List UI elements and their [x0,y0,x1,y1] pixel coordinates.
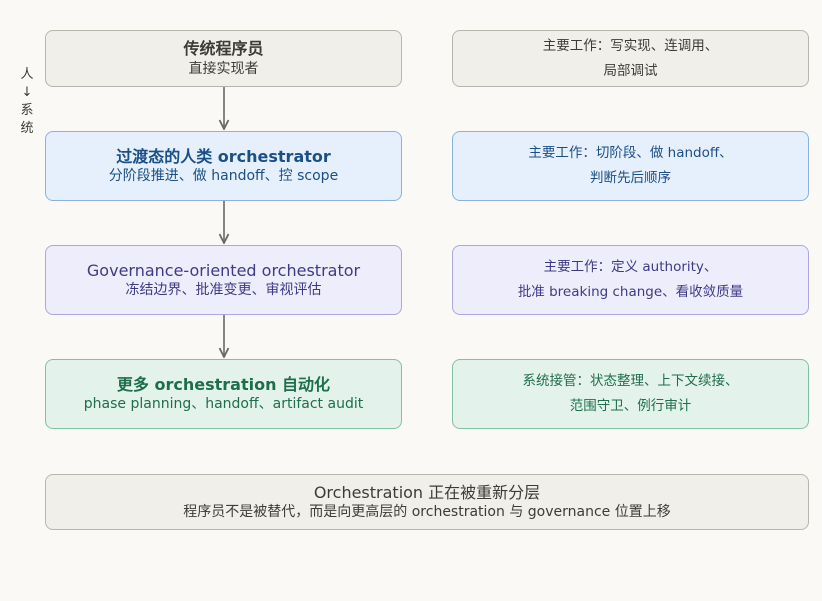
role-title: Governance-oriented orchestrator [86,260,361,280]
role-subtitle: 冻结边界、批准变更、审视评估 [125,282,322,299]
side-axis-bottom-2: 统 [20,121,34,136]
role-title: 更多 orchestration 自动化 [116,374,331,394]
role-subtitle: phase planning、handoff、artifact audit [83,396,364,413]
role-box-governance-orchestrator: Governance-oriented orchestrator 冻结边界、批准… [45,245,402,315]
role-subtitle: 直接实现者 [188,60,259,77]
work-note-transitional-orchestrator: 主要工作：切阶段、做 handoff、 判断先后顺序 [452,131,809,201]
work-note-traditional-programmer: 主要工作：写实现、连调用、 局部调试 [452,30,809,87]
note-line: 局部调试 [603,62,658,79]
note-line: 主要工作：切阶段、做 handoff、 [528,145,733,162]
role-subtitle: 分阶段推进、做 handoff、控 scope [108,168,339,185]
note-line: 主要工作：定义 authority、 [543,259,718,276]
role-box-orchestration-automation: 更多 orchestration 自动化 phase planning、hand… [45,359,402,429]
note-line: 主要工作：写实现、连调用、 [542,37,719,54]
down-arrow-icon: ↓ [21,85,33,100]
conclusion-subtitle: 程序员不是被替代，而是向更高层的 orchestration 与 governa… [183,504,671,521]
side-axis-top: 人 [20,67,34,82]
note-line: 范围守卫、例行审计 [569,398,692,414]
note-line: 判断先后顺序 [590,170,671,186]
role-box-transitional-orchestrator: 过渡态的人类 orchestrator 分阶段推进、做 handoff、控 sc… [45,131,402,201]
side-axis-bottom-1: 系 [20,103,34,118]
side-axis-label: 人 ↓ 系 统 [18,66,36,138]
conclusion-box: Orchestration 正在被重新分层 程序员不是被替代，而是向更高层的 o… [45,474,809,530]
note-line: 系统接管：状态整理、上下文续接、 [522,373,739,390]
role-title: 过渡态的人类 orchestrator [116,146,331,166]
conclusion-title: Orchestration 正在被重新分层 [313,482,541,502]
role-box-traditional-programmer: 传统程序员 直接实现者 [45,30,402,87]
work-note-governance-orchestrator: 主要工作：定义 authority、 批准 breaking change、看收… [452,245,809,315]
work-note-orchestration-automation: 系统接管：状态整理、上下文续接、 范围守卫、例行审计 [452,359,809,429]
role-title: 传统程序员 [183,39,264,59]
note-line: 批准 breaking change、看收敛质量 [517,284,744,300]
